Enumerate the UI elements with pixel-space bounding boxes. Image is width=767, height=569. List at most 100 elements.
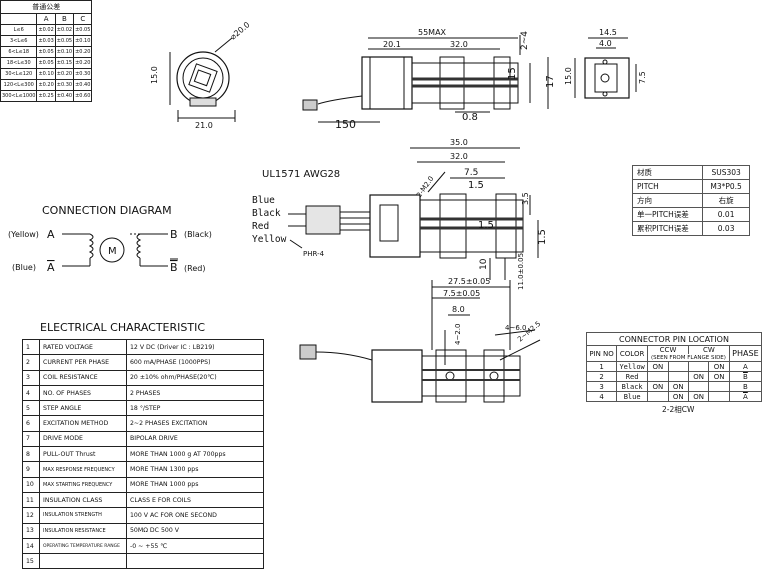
- wire-label-red: Red: [252, 221, 269, 232]
- phase-header: PHASE: [728, 345, 763, 362]
- mat-value: 右旋: [702, 193, 750, 208]
- elec-param: RATED VOLTAGE: [39, 338, 127, 356]
- elec-param: INSULATION STRENGTH: [39, 507, 127, 524]
- dim-35-0: 35.0: [450, 138, 468, 147]
- elec-value: 600 mA/PHASE (1000PPS): [126, 354, 264, 371]
- step: [708, 381, 730, 392]
- connector-label: PHR-4: [303, 250, 325, 258]
- label-bbar: B: [170, 261, 178, 274]
- mat-value: M3*P0.5: [702, 179, 750, 194]
- dim-0-8: 0.8: [462, 112, 478, 123]
- elec-value: MORE THAN 1000 pps: [126, 476, 264, 493]
- dim-width: 21.0: [195, 121, 213, 130]
- elec-no: 6: [22, 415, 40, 432]
- elec-no: 2: [22, 354, 40, 371]
- dim-3-5: 3.5: [521, 192, 530, 205]
- step: [708, 391, 730, 402]
- step: [687, 361, 710, 372]
- dim-20-1: 20.1: [383, 40, 401, 49]
- dim-14-5: 14.5: [599, 28, 617, 37]
- tol-cell: ±0.60: [73, 90, 93, 102]
- motor-label: M: [108, 246, 117, 257]
- electrical-title: ELECTRICAL CHARACTERISTIC: [40, 321, 205, 334]
- elec-value: 12 V DC (Driver IC : LB219): [126, 338, 264, 356]
- tol-cell: ±0.10: [73, 35, 93, 47]
- elec-value: 18 °/STEP: [126, 400, 264, 417]
- motor-front-view: [299, 280, 541, 403]
- dim-4-2: 4~2.0: [454, 324, 462, 345]
- step: [667, 371, 689, 382]
- dim-150: 150: [335, 118, 356, 131]
- elec-value: BIPOLAR DRIVE: [126, 430, 264, 448]
- dim-1-5c: 1.5: [537, 229, 548, 245]
- tolerance-row: 30<L≤120±0.10±0.20±0.30: [0, 68, 93, 80]
- ccw-header: CCW: [647, 345, 689, 354]
- dim-32-0: 32.0: [450, 40, 468, 49]
- pin-phase: B: [728, 371, 763, 382]
- tolerance-row: 120<L≤300±0.20±0.30±0.40: [0, 79, 93, 91]
- dim-55max: 55MAX: [418, 28, 447, 37]
- mat-key: 单一PITCH误差: [631, 207, 704, 222]
- elec-param: NO. OF PHASES: [39, 384, 127, 402]
- motor-top-view: [288, 147, 539, 280]
- tol-cell: ±0.40: [54, 90, 75, 102]
- step: ON: [667, 381, 689, 392]
- wire-label-black: Black: [252, 208, 281, 219]
- elec-no: 10: [22, 476, 40, 493]
- pin-phase: B: [728, 381, 763, 392]
- dim-27-5: 27.5±0.05: [448, 277, 490, 286]
- elec-value: CLASS E FOR COILS: [126, 491, 264, 509]
- elec-no: 5: [22, 400, 40, 417]
- dim-7-5c: 7.5±0.05: [443, 289, 480, 298]
- connection-title: CONNECTION DIAGRAM: [42, 204, 172, 217]
- elec-value: MORE THAN 1000 g AT 700pps: [126, 446, 264, 463]
- pin-color: Yellow: [616, 361, 649, 372]
- mat-key: 累积PITCH误差: [631, 221, 704, 236]
- elec-value: 50MΩ DC 500 V: [126, 522, 264, 539]
- dim-7-5b: 7.5: [464, 168, 478, 178]
- dim-4-0: 4.0: [599, 39, 612, 48]
- step: ON: [667, 391, 689, 402]
- mat-key: 材质: [631, 165, 704, 180]
- step: [647, 371, 669, 382]
- step: [667, 361, 689, 372]
- dim-11: 11.0±0.05: [517, 253, 525, 290]
- motor-end-view: [169, 37, 236, 122]
- dim-1-5b: 1.5: [478, 220, 494, 231]
- connection-diagram: [62, 233, 168, 267]
- elec-no: 4: [22, 384, 40, 402]
- dim-2-4: 2~4: [520, 31, 530, 50]
- cable-label: UL1571 AWG28: [262, 169, 340, 180]
- seen-header: (SEEN FROM FLANGE SIDE): [647, 354, 730, 362]
- label-red: (Red): [184, 264, 205, 273]
- elec-param: MAX STARTING FREQUENCY: [39, 476, 127, 493]
- pin-color: Red: [616, 371, 649, 382]
- dim-height: 15.0: [150, 66, 159, 84]
- elec-param: INSULATION CLASS: [39, 491, 127, 509]
- mat-value: SUS303: [702, 165, 750, 180]
- elec-param: CURRENT PER PHASE: [39, 354, 127, 371]
- label-black: (Black): [184, 230, 212, 239]
- elec-param: EXCITATION METHOD: [39, 415, 127, 432]
- elec-param: OPERATING TEMPERATURE RANGE: [39, 537, 127, 555]
- elec-no: 12: [22, 507, 40, 524]
- tolerance-row: 300<L≤1000±0.25±0.40±0.60: [0, 90, 93, 102]
- elec-no: 9: [22, 461, 40, 478]
- dim-4-6: 4~6.0: [505, 324, 526, 332]
- pin-header: PIN NO: [585, 345, 618, 362]
- dim-17: 17: [545, 75, 556, 88]
